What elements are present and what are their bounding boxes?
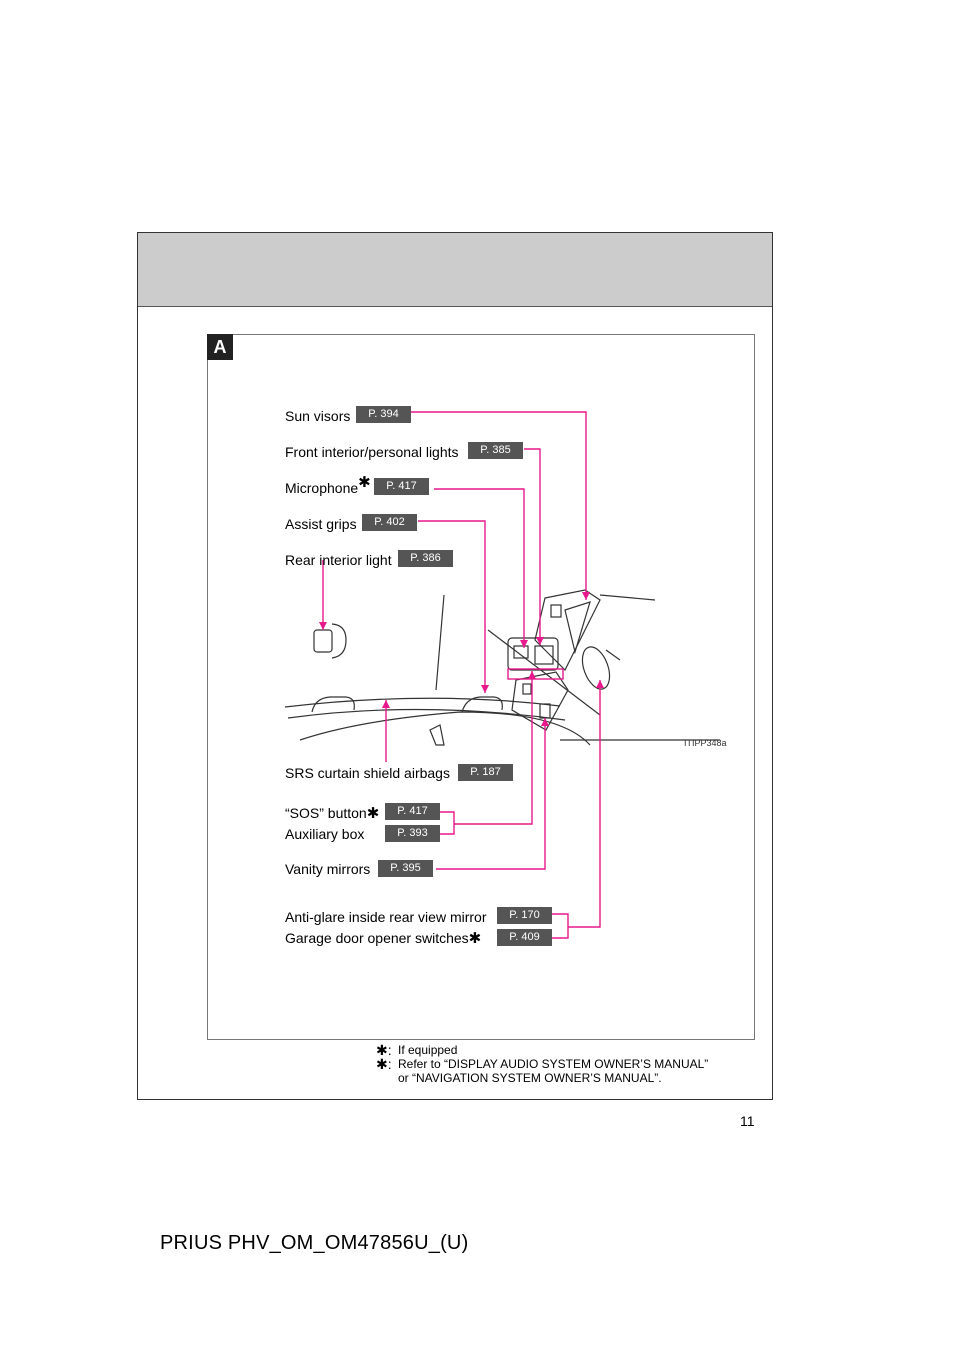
section-letter: A [207,334,233,360]
label-vanity-mirrors: Vanity mirrors [285,861,371,877]
ref-srs-airbags: P. 187 [458,764,513,781]
label-garage-door-opener: Garage door opener switches✱ [285,930,482,947]
header-band [138,233,772,307]
ref-anti-glare-mirror: P. 170 [497,907,552,924]
label-sos-button: “SOS” button✱ [285,805,380,822]
ref-sun-visors: P. 394 [356,406,411,423]
page-number: 11 [740,1113,755,1129]
label-front-interior-lights: Front interior/personal lights [285,444,459,460]
ref-assist-grips: P. 402 [362,514,417,531]
footnote-refer-manual: ✱: Refer to “DISPLAY AUDIO SYSTEM OWNER’… [376,1056,709,1072]
label-sun-visors: Sun visors [285,408,351,424]
figure-code: ITIPP348a [684,738,727,748]
ref-vanity-mirrors: P. 395 [378,860,433,877]
footnote-star: ✱ [358,474,371,491]
label-rear-interior-light: Rear interior light [285,552,392,568]
page-frame: A [137,232,773,1100]
ref-front-interior-lights: P. 385 [468,442,523,459]
footnote-star: ✱ [468,930,482,947]
footnote-star: ✱ [366,805,380,822]
diagram-box: A [207,334,755,1040]
label-assist-grips: Assist grips [285,516,357,532]
ref-garage-door-opener: P. 409 [497,929,552,946]
label-microphone: Microphone✱ [285,474,371,497]
footnotes: ✱: If equipped ✱: Refer to “DISPLAY AUDI… [376,1043,708,1085]
label-auxiliary-box: Auxiliary box [285,826,365,842]
footnote-refer-manual-cont: or “NAVIGATION SYSTEM OWNER’S MANUAL”. [398,1071,662,1085]
ref-sos-button: P. 417 [385,803,440,820]
label-anti-glare-mirror: Anti-glare inside rear view mirror [285,909,487,925]
document-id: PRIUS PHV_OM_OM47856U_(U) [160,1232,469,1254]
footnote-if-equipped: ✱: If equipped [376,1042,458,1058]
label-srs-airbags: SRS curtain shield airbags [285,765,450,781]
ref-auxiliary-box: P. 393 [385,825,440,842]
ref-microphone: P. 417 [374,478,429,495]
ref-rear-interior-light: P. 386 [398,550,453,567]
